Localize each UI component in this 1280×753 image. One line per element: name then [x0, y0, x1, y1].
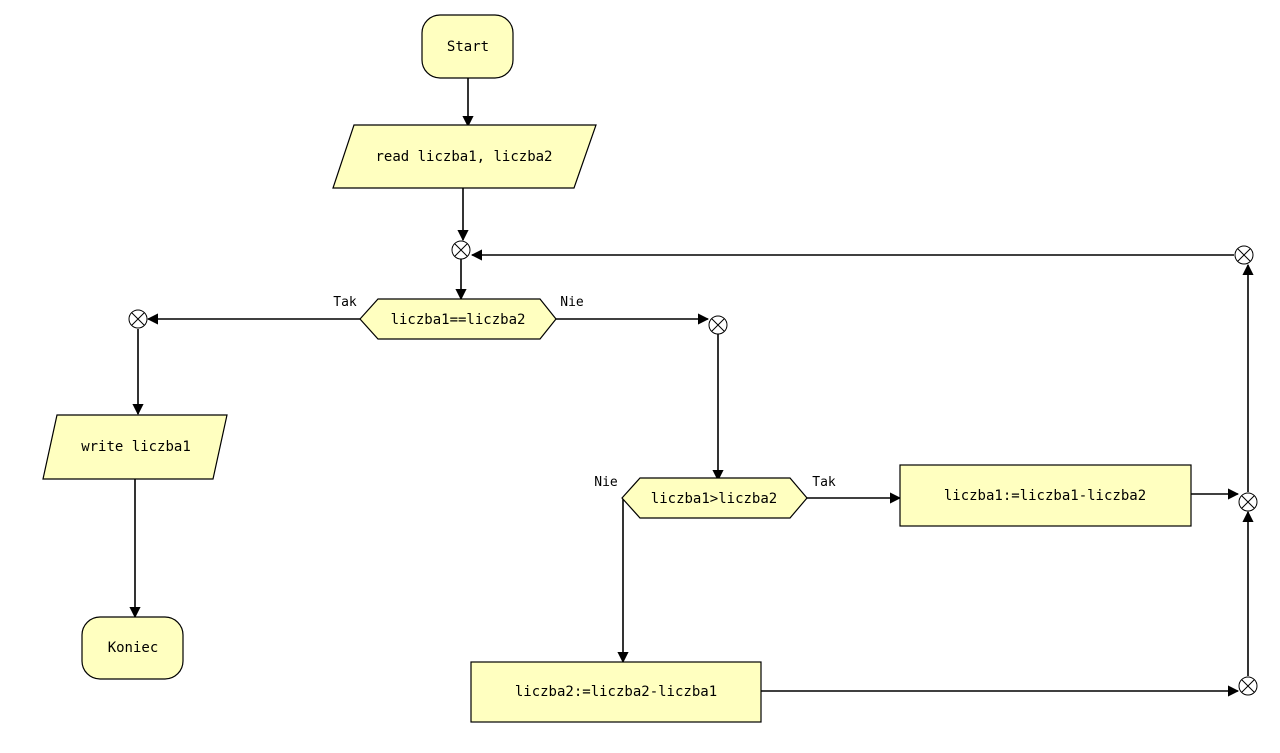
junction-connector [708, 315, 728, 335]
node-write-label: write liczba1 [81, 439, 191, 455]
branch-label-greater-no: Nie [594, 475, 618, 490]
node-assign-2[interactable]: liczba2:=liczba2-liczba1 [470, 661, 762, 723]
branch-label-equal-yes: Tak [333, 295, 357, 310]
node-write[interactable]: write liczba1 [42, 414, 228, 480]
node-assign-2-label: liczba2:=liczba2-liczba1 [515, 684, 717, 700]
node-assign-1-label: liczba1:=liczba1-liczba2 [944, 488, 1146, 504]
branch-label-equal-no: Nie [560, 295, 584, 310]
junction-connector [1238, 676, 1258, 696]
node-read-label: read liczba1, liczba2 [375, 149, 552, 165]
junction-connector [128, 309, 148, 329]
node-decision-greater-label: liczba1>liczba2 [651, 491, 777, 507]
node-end-label: Koniec [108, 640, 159, 656]
node-read[interactable]: read liczba1, liczba2 [332, 124, 597, 189]
junction-connector [451, 240, 471, 260]
node-decision-equal-label: liczba1==liczba2 [391, 312, 526, 328]
node-end[interactable]: Koniec [81, 616, 184, 680]
junctions [128, 240, 1258, 696]
junction-connector [1234, 245, 1254, 265]
junction-connector [1238, 492, 1258, 512]
branch-label-greater-yes: Tak [812, 475, 836, 490]
node-decision-equal[interactable]: liczba1==liczba2 [359, 298, 557, 340]
node-assign-1[interactable]: liczba1:=liczba1-liczba2 [899, 464, 1192, 527]
node-start-label: Start [447, 39, 489, 55]
node-start[interactable]: Start [421, 14, 514, 79]
node-decision-greater[interactable]: liczba1>liczba2 [621, 477, 808, 519]
edges [129, 78, 1254, 697]
